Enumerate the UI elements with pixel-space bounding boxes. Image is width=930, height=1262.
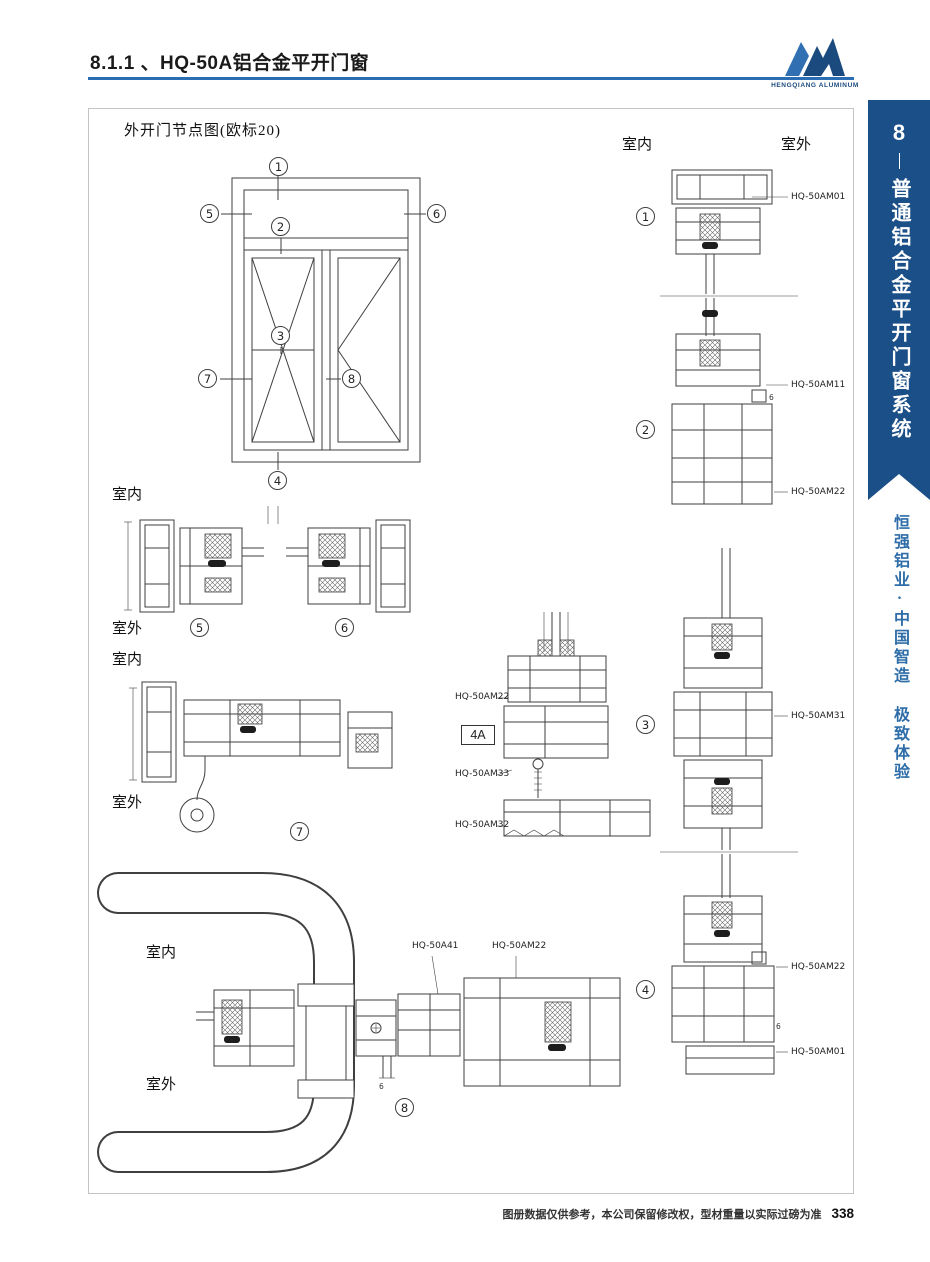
part-label-hq50a41: HQ-50A41 bbox=[412, 941, 459, 951]
outdoor-label-section-8: 室外 bbox=[146, 1077, 177, 1093]
part-label-hq50am22-sec2: HQ-50AM22 bbox=[791, 487, 846, 497]
content-border bbox=[88, 108, 854, 1194]
callout-7: 7 bbox=[198, 369, 217, 388]
part-label-hq50am22-sec4: HQ-50AM22 bbox=[791, 962, 846, 972]
callout-section-5: 5 bbox=[190, 618, 209, 637]
callout-section-3: 3 bbox=[636, 715, 655, 734]
callout-section-4: 4 bbox=[636, 980, 655, 999]
part-label-hq50am33: HQ-50AM33 bbox=[455, 769, 510, 779]
section-8-drawing bbox=[97, 872, 621, 1173]
part-label-hq50am22-sec8: HQ-50AM22 bbox=[492, 941, 547, 951]
indoor-label-section-8: 室内 bbox=[146, 945, 177, 961]
part-label-hq50am32: HQ-50AM32 bbox=[455, 820, 510, 830]
indoor-label-right-col: 室内 bbox=[622, 137, 653, 153]
title-underline bbox=[88, 77, 854, 80]
callout-1: 1 bbox=[269, 157, 288, 176]
right-sections-drawing bbox=[660, 169, 798, 1075]
footer-note: 图册数据仅供参考，本公司保留修改权，型材重量以实际过磅为准 bbox=[502, 1209, 822, 1221]
dim-glass-gap-sec8: 6 bbox=[379, 1082, 384, 1091]
brand-slogan: 恒强铝业·中国智造 极致体验 bbox=[868, 514, 930, 782]
page-number: 338 bbox=[831, 1206, 854, 1221]
chapter-title: 普通铝合金平开门窗系统 bbox=[888, 178, 910, 442]
callout-8: 8 bbox=[342, 369, 361, 388]
chapter-divider bbox=[898, 153, 900, 169]
callout-section-1: 1 bbox=[636, 207, 655, 226]
dim-glass-gap-sec4: 6 bbox=[776, 1022, 781, 1031]
callout-3: 3 bbox=[271, 326, 290, 345]
outdoor-label-section-7: 室外 bbox=[112, 795, 143, 811]
dim-glass-gap-sec2: 6 bbox=[769, 393, 774, 402]
elevation-title: 外开门节点图(欧标20) bbox=[124, 123, 281, 139]
part-label-hq50am31: HQ-50AM31 bbox=[791, 711, 846, 721]
brand-logo: HENGQIANG ALUMINUM bbox=[770, 36, 860, 89]
brand-logo-icon bbox=[785, 38, 845, 76]
part-label-hq50am22-4a: HQ-50AM22 bbox=[455, 692, 510, 702]
part-label-hq50am01-bottom: HQ-50AM01 bbox=[791, 1047, 846, 1057]
indoor-label-section-56: 室内 bbox=[112, 487, 143, 503]
outdoor-label-right-col: 室外 bbox=[781, 137, 812, 153]
callout-section-8: 8 bbox=[395, 1098, 414, 1117]
outdoor-label-section-56: 室外 bbox=[112, 621, 143, 637]
elevation-drawing bbox=[220, 176, 426, 470]
callout-section-7: 7 bbox=[290, 822, 309, 841]
detail-4a-label: 4A bbox=[461, 725, 495, 745]
part-label-hq50am11: HQ-50AM11 bbox=[791, 380, 846, 390]
section-7-drawing bbox=[129, 681, 393, 833]
callout-section-6: 6 bbox=[335, 618, 354, 637]
brand-slogan-text: 恒强铝业·中国智造 极致体验 bbox=[891, 514, 908, 782]
callout-section-2: 2 bbox=[636, 420, 655, 439]
indoor-label-section-7: 室内 bbox=[112, 652, 143, 668]
page-footer: 图册数据仅供参考，本公司保留修改权，型材重量以实际过磅为准 338 bbox=[88, 1206, 854, 1222]
section-5-6-drawing bbox=[124, 506, 411, 613]
callout-2: 2 bbox=[271, 217, 290, 236]
chapter-tab: 8 普通铝合金平开门窗系统 bbox=[868, 100, 930, 500]
callout-4: 4 bbox=[268, 471, 287, 490]
brand-logo-text: HENGQIANG ALUMINUM bbox=[771, 82, 859, 89]
page-title: 8.1.1 、HQ-50A铝合金平开门窗 bbox=[90, 53, 370, 74]
chapter-number: 8 bbox=[892, 120, 906, 145]
detail-4a-drawing bbox=[496, 612, 651, 837]
callout-5: 5 bbox=[200, 204, 219, 223]
part-label-hq50am01-top: HQ-50AM01 bbox=[791, 192, 846, 202]
callout-6: 6 bbox=[427, 204, 446, 223]
